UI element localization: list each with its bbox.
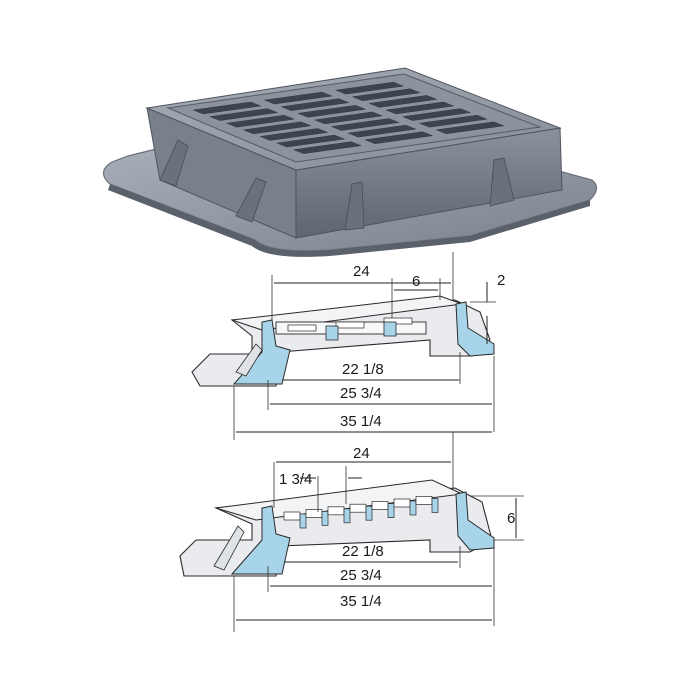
grate-slot [418, 114, 488, 128]
grate-slot [385, 101, 455, 115]
section2-slot [393, 498, 411, 508]
section-view-bottom: 24 1 3/4 6 22 1/8 25 3/4 35 1/4 [179, 432, 524, 632]
grate-slot [225, 114, 296, 128]
grate-slot [351, 88, 421, 101]
section2-bar-cut [387, 503, 395, 518]
section2-bar-cut [343, 508, 351, 524]
grate-slots [192, 81, 505, 154]
section2-slot [327, 506, 345, 516]
section1-dim-inner-opening: 22 1/8 [342, 361, 384, 378]
section1-grate-bars [275, 317, 427, 341]
section1-dim-grate-width: 24 [353, 263, 370, 280]
section2-dim-grate-width: 24 [353, 445, 370, 462]
grate-slot [263, 91, 333, 105]
section-view-top: 24 6 2 22 1/8 25 3/4 35 1/4 [191, 252, 505, 440]
grate-slot [364, 131, 434, 144]
section2-bar-cut [321, 511, 329, 526]
grate-slot [292, 141, 363, 154]
section2-grate-bars [283, 496, 439, 529]
section2-bar-cut [431, 498, 439, 513]
grate-slot [297, 105, 367, 118]
grate-slot [192, 101, 262, 115]
grate-slot [435, 121, 505, 135]
grate-slot [242, 121, 312, 135]
section2-slot [415, 496, 433, 505]
grate-slot [347, 124, 417, 138]
grate-slot [313, 111, 384, 125]
section2-bar-cut [365, 505, 373, 521]
section2-gusset [213, 525, 245, 571]
section2-right-cut [455, 491, 495, 551]
section2-left-cut [230, 505, 291, 575]
gusset-3 [344, 181, 365, 231]
flange-edge [108, 184, 590, 257]
gusset-4 [489, 157, 515, 207]
grate-slot [209, 108, 279, 121]
section2-slot [371, 501, 389, 510]
grate-slot [334, 81, 405, 95]
section2-bar-cut [299, 513, 307, 529]
catch-basin-3d-render [102, 67, 598, 257]
section2-slot [283, 511, 301, 521]
section1-dim-slot-spacing: 6 [412, 273, 420, 290]
grate-slot [280, 98, 350, 111]
section2-bar-cut [409, 500, 417, 516]
section1-dim-rim-height: 2 [497, 272, 505, 289]
section1-gusset [235, 343, 263, 377]
grate-slot [368, 95, 438, 108]
gusset-1 [159, 139, 189, 187]
grate-slot [330, 118, 400, 131]
grate-slot [401, 108, 472, 121]
section1-dim-frame-width: 25 3/4 [340, 385, 382, 402]
section2-dim-frame-width: 25 3/4 [340, 567, 382, 584]
grate-slot [259, 128, 329, 141]
section2-slot [349, 503, 367, 513]
section2-dim-flange-width: 35 1/4 [340, 593, 382, 610]
grate-slot [275, 134, 346, 148]
section2-dim-frame-height: 6 [507, 510, 515, 527]
section2-dim-inner-opening: 22 1/8 [342, 543, 384, 560]
gusset-2 [235, 177, 267, 223]
section2-slot [305, 509, 323, 518]
section1-dim-flange-width: 35 1/4 [340, 413, 382, 430]
section1-right-cut [455, 301, 495, 357]
section2-dim-bar-spacing: 1 3/4 [279, 471, 312, 488]
